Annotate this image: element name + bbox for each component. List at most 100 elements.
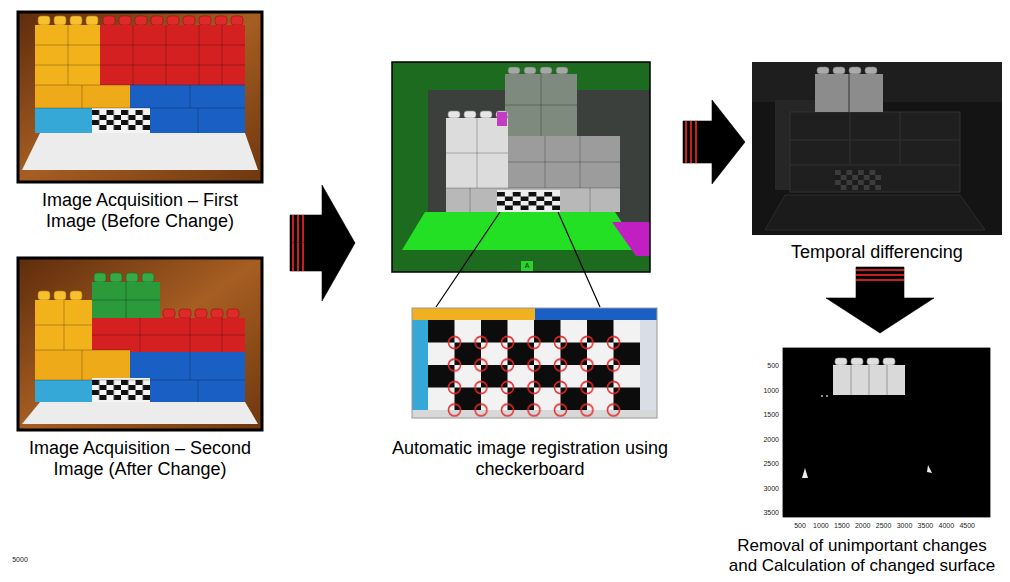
result-plot [833, 365, 905, 395]
registered-overlay [521, 261, 533, 271]
zoom-leader-line [558, 212, 600, 307]
photo-after [161, 308, 241, 318]
image-panel: Image Acquisition – Second Image (After … [8, 258, 272, 482]
arrow-stripe [302, 243, 304, 271]
checkerboard-zoom [441, 331, 627, 417]
photo-before [35, 25, 245, 133]
registered-overlay [506, 66, 570, 74]
photo-after [92, 272, 156, 282]
photo-before [36, 15, 100, 25]
photo-after [35, 282, 245, 402]
axis-tick-label: 1000 [763, 387, 779, 395]
photo-after [18, 258, 262, 430]
registered-overlay [402, 212, 640, 250]
registered-overlay [497, 112, 507, 126]
caption: Temporal differencing [752, 242, 1002, 263]
difference-image [765, 195, 985, 230]
block-arrow [290, 243, 355, 301]
result-plot [826, 395, 828, 397]
result-plot [927, 465, 932, 473]
photo-before [130, 85, 245, 108]
axis-tick-label: 1000 [813, 522, 829, 530]
registered-overlay [446, 188, 620, 212]
block-arrow [290, 185, 355, 243]
block-arrow [683, 100, 745, 184]
block-arrow [826, 267, 934, 333]
registered-overlay [392, 62, 650, 272]
axis-tick-label: 5000 [12, 556, 28, 564]
result-plot [783, 348, 990, 517]
caption: Removal of unimportant changes and Calcu… [723, 536, 1001, 575]
difference-image [815, 66, 879, 74]
arrow-stripe [292, 243, 294, 271]
axis-tick-label: 500 [767, 362, 779, 370]
axis-tick-label: 4000 [939, 522, 955, 530]
caption: Image Acquisition – First Image (Before … [20, 190, 260, 232]
arrow-stripe [856, 274, 904, 276]
axis-tick-label: 2500 [763, 460, 779, 468]
result-plot [851, 365, 887, 395]
difference-image [790, 74, 960, 165]
photo-before [101, 15, 245, 25]
caption: Automatic image registration using check… [385, 438, 675, 480]
result-plot [833, 357, 897, 365]
photo-after [22, 402, 258, 424]
axis-tick-label: 2000 [763, 436, 779, 444]
image-panel: Automatic image registration using check… [385, 62, 675, 482]
block-arrow [290, 185, 355, 243]
checkerboard-zoom [412, 308, 657, 418]
registered-overlay [392, 62, 650, 272]
registered-overlay [446, 74, 620, 212]
checkerboard-zoom [412, 308, 657, 418]
arrow-stripe [856, 279, 904, 281]
arrow-stripe [690, 121, 692, 163]
arrow-stripe [297, 243, 299, 271]
photo-after [36, 290, 84, 300]
photo-after [92, 380, 150, 400]
photo-before [22, 133, 258, 170]
image-panel: Temporal differencing [752, 62, 1002, 265]
checkerboard-zoom [412, 308, 535, 320]
photo-after [35, 380, 92, 402]
photo-before [18, 12, 262, 182]
axis-tick-label: 3500 [918, 522, 934, 530]
photo-after [92, 378, 150, 402]
checkerboard-zoom [535, 308, 657, 320]
photo-before [92, 108, 150, 133]
axis-tick-label: 3000 [897, 522, 913, 530]
checkerboard-zoom [640, 320, 657, 418]
registered-overlay [497, 190, 560, 212]
axis-tick-label: 2000 [855, 522, 871, 530]
photo-after [18, 258, 262, 430]
photo-before [18, 12, 262, 182]
axis-tick-label: 500 [794, 522, 806, 530]
block-arrow [683, 100, 745, 184]
photo-after [130, 352, 245, 380]
arrow-stripe [292, 215, 294, 243]
photo-before [92, 110, 150, 130]
arrow-stripe [302, 215, 304, 243]
caption: Image Acquisition – Second Image (After … [20, 438, 260, 480]
result-plot [821, 395, 823, 397]
photo-before [100, 25, 245, 85]
arrow-stripe [856, 269, 904, 271]
arrow-stripe [685, 121, 687, 163]
difference-image [752, 62, 1002, 235]
axis-tick-label: 1500 [834, 522, 850, 530]
registered-overlay [497, 192, 560, 210]
difference-image [790, 112, 960, 192]
checkerboard-zoom [412, 308, 657, 418]
photo-after [18, 258, 262, 430]
photo-before [18, 12, 262, 182]
difference-image [752, 62, 1002, 235]
photo-before [35, 108, 92, 133]
image-panel: Image Acquisition – First Image (Before … [8, 12, 272, 234]
axis-tick-label: 3000 [763, 485, 779, 493]
axis-tick-label: 2500 [876, 522, 892, 530]
marker-label: A [525, 262, 530, 270]
result-plot [783, 348, 990, 517]
registered-overlay [392, 62, 650, 272]
checkerboard-zoom [412, 320, 428, 418]
image-panel: Removal of unimportant changes and Calcu… [718, 345, 1006, 577]
